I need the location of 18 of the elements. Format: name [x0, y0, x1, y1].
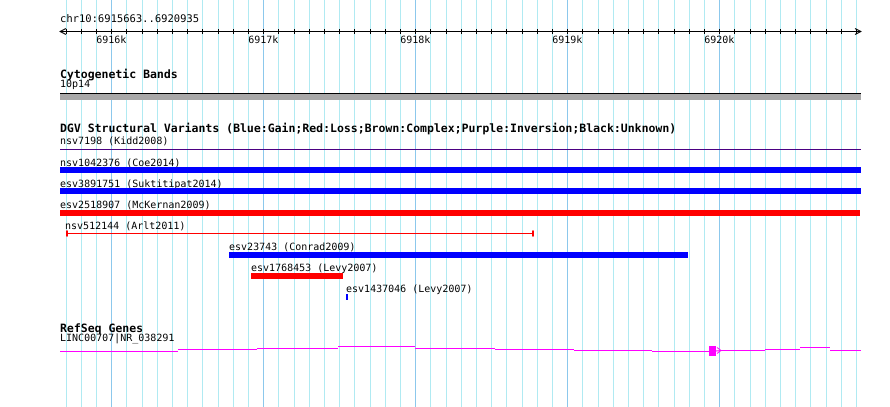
variant-label: nsv7198 (Kidd2008)	[60, 136, 168, 147]
tick-label: 6919k	[552, 35, 582, 46]
tick-label: 6918k	[400, 35, 430, 46]
variant-label: esv1768453 (Levy2007)	[251, 263, 378, 274]
band-label: 10p14	[60, 79, 90, 90]
tick-label: 6916k	[96, 35, 126, 46]
variant-label: esv23743 (Conrad2009)	[229, 242, 356, 253]
variant-label: esv3891751 (Suktitipat2014)	[60, 179, 223, 190]
variant-label: nsv1042376 (Coe2014)	[60, 158, 180, 169]
variant-label: esv2518907 (McKernan2009)	[60, 200, 211, 211]
track-heading: Cytogenetic Bands	[60, 68, 178, 81]
tick-label: 6917k	[248, 35, 278, 46]
gene-label: LINC00707|NR_038291	[60, 333, 174, 344]
variant-label: esv1437046 (Levy2007)	[346, 284, 472, 295]
variant-label: nsv512144 (Arlt2011)	[65, 221, 186, 232]
track-heading: DGV Structural Variants (Blue:Gain;Red:Loss;Brown:Complex;Purple:Inversion;Black:Unknown)	[60, 122, 676, 135]
tick-label: 6920k	[704, 35, 734, 46]
position-label: chr10:6915663..6920935	[60, 14, 200, 25]
